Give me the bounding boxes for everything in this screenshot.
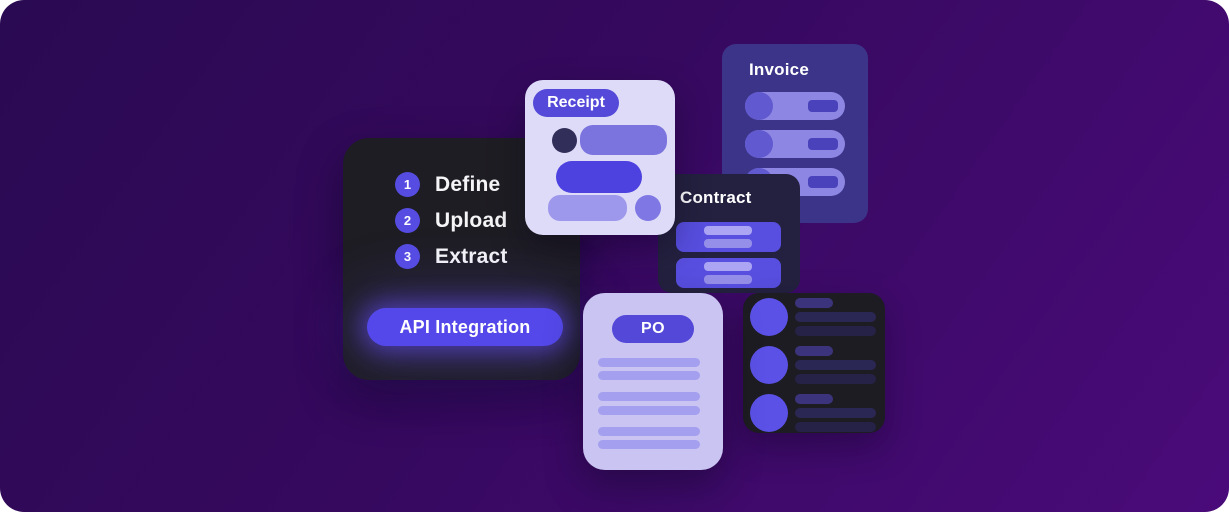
po-document-card: PO	[583, 293, 723, 470]
invoice-row-value-chip	[808, 176, 838, 188]
contract-block-line	[704, 239, 752, 248]
api-integration-button[interactable]: API Integration	[367, 308, 563, 346]
contract-field-blocks	[676, 222, 781, 288]
receipt-logo-dot	[552, 128, 577, 153]
list-item-text-bar	[795, 312, 876, 322]
list-item-title-bar	[795, 394, 833, 404]
contract-block-line	[704, 262, 752, 271]
step-label: Extract	[435, 244, 508, 268]
po-text-line	[598, 440, 700, 449]
workflow-steps-card: 1 Define 2 Upload 3 Extract API Integrat…	[343, 138, 580, 380]
list-item-text-bar	[795, 326, 876, 336]
workflow-step-define: 1 Define	[395, 172, 508, 197]
step-number-badge: 2	[395, 208, 420, 233]
invoice-row-knob	[745, 92, 773, 120]
list-item-avatar	[750, 394, 788, 432]
contract-block-line	[704, 226, 752, 235]
list-item	[750, 298, 878, 336]
line-items-list-card	[743, 293, 885, 433]
list-item-text-bar	[795, 422, 876, 432]
invoice-card-title: Invoice	[749, 60, 809, 79]
contract-document-card: Contract	[658, 174, 800, 293]
list-item-title-bar	[795, 346, 833, 356]
po-text-line	[598, 371, 700, 380]
receipt-label-badge: Receipt	[533, 89, 619, 117]
list-item-title-bar	[795, 298, 833, 308]
list-item-avatar	[750, 346, 788, 384]
contract-field-block	[676, 258, 781, 288]
receipt-line-bar	[548, 195, 627, 221]
invoice-row-value-chip	[808, 100, 838, 112]
step-number-badge: 1	[395, 172, 420, 197]
po-text-line	[598, 406, 700, 415]
step-number-badge: 3	[395, 244, 420, 269]
receipt-document-card: Receipt	[525, 80, 675, 235]
receipt-line-bar	[556, 161, 642, 193]
po-text-line	[598, 358, 700, 367]
po-label-badge: PO	[612, 315, 694, 343]
receipt-total-dot	[635, 195, 661, 221]
workflow-step-extract: 3 Extract	[395, 244, 508, 269]
list-item-text-bar	[795, 408, 876, 418]
contract-card-title: Contract	[680, 188, 752, 207]
invoice-field-row	[745, 92, 845, 120]
invoice-field-row	[745, 130, 845, 158]
workflow-steps-list: 1 Define 2 Upload 3 Extract	[395, 172, 508, 269]
workflow-step-upload: 2 Upload	[395, 208, 508, 233]
list-item	[750, 346, 878, 384]
list-item-text-bar	[795, 374, 876, 384]
list-item	[750, 394, 878, 432]
contract-block-line	[704, 275, 752, 284]
step-label: Upload	[435, 208, 508, 232]
invoice-row-knob	[745, 130, 773, 158]
step-label: Define	[435, 172, 501, 196]
list-item-avatar	[750, 298, 788, 336]
po-text-line	[598, 392, 700, 401]
invoice-row-value-chip	[808, 138, 838, 150]
po-text-line	[598, 427, 700, 436]
list-item-text-bar	[795, 360, 876, 370]
receipt-line-bar	[580, 125, 667, 155]
contract-field-block	[676, 222, 781, 252]
